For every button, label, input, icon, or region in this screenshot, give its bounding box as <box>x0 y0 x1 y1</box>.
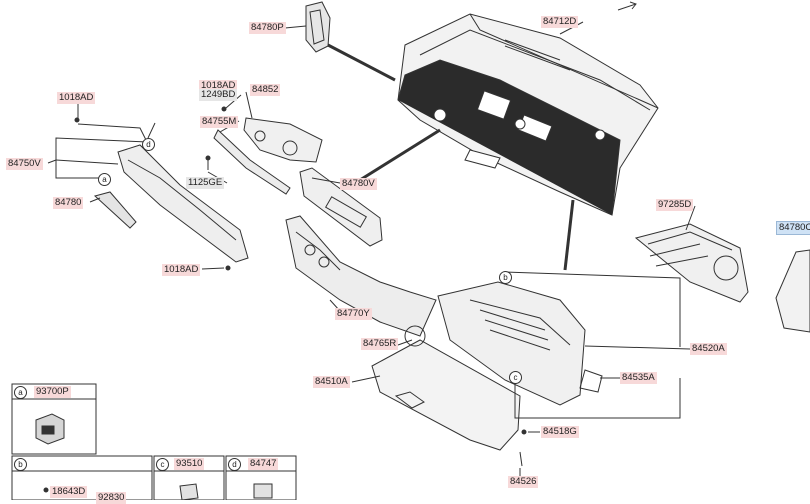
legend-callout-a: a <box>14 386 27 399</box>
part-label-84852[interactable]: 84852 <box>250 84 281 96</box>
part-label-1018ad-bottom[interactable]: 1018AD <box>162 264 201 276</box>
callout-c: c <box>509 371 522 384</box>
part-label-84520a[interactable]: 84520A <box>690 343 727 355</box>
part-label-18643d[interactable]: 18643D <box>50 486 88 498</box>
front-arrow-icon <box>617 1 637 11</box>
part-label-92830[interactable]: 92830 <box>96 492 127 504</box>
legend-callout-d: d <box>228 458 241 471</box>
part-label-1125ge[interactable]: 1125GE <box>186 177 225 189</box>
callout-d: d <box>142 138 155 151</box>
part-label-84780p[interactable]: 84780P <box>249 22 286 34</box>
part-label-84780v[interactable]: 84780V <box>340 178 377 190</box>
callout-a: a <box>98 173 111 186</box>
part-label-1018ad-left[interactable]: 1018AD <box>57 92 96 104</box>
part-label-84750v[interactable]: 84750V <box>6 158 43 170</box>
part-label-93700p[interactable]: 93700P <box>34 386 71 398</box>
part-label-84747[interactable]: 84747 <box>248 458 279 470</box>
legend-callout-b: b <box>14 458 27 471</box>
part-label-84755m[interactable]: 84755M <box>200 116 239 128</box>
part-label-1249bd[interactable]: 1249BD <box>199 89 238 101</box>
part-label-84526[interactable]: 84526 <box>508 476 539 488</box>
part-label-84780c[interactable]: 84780C <box>776 221 810 235</box>
callout-b: b <box>499 271 512 284</box>
part-label-84765r[interactable]: 84765R <box>361 338 399 350</box>
part-label-84535a[interactable]: 84535A <box>620 372 657 384</box>
part-label-97285d[interactable]: 97285D <box>656 199 694 211</box>
part-label-84712d[interactable]: 84712D <box>541 16 579 28</box>
part-label-84518g[interactable]: 84518G <box>541 426 579 438</box>
part-label-93510[interactable]: 93510 <box>174 458 205 470</box>
part-label-84510a[interactable]: 84510A <box>313 376 350 388</box>
legend-callout-c: c <box>156 458 169 471</box>
part-label-84780[interactable]: 84780 <box>53 197 84 209</box>
part-label-84770y[interactable]: 84770Y <box>335 308 372 320</box>
